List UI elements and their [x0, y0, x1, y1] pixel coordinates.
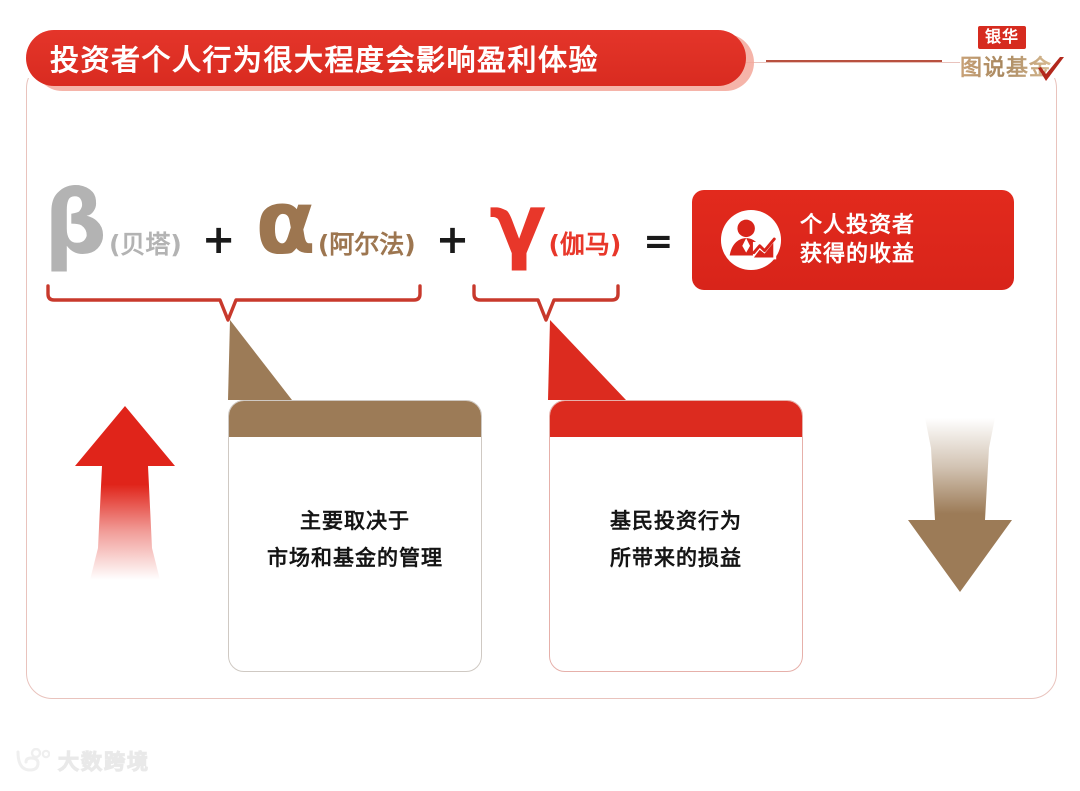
logo-badge: 银华 [978, 26, 1027, 50]
gamma-card: 基民投资行为 所带来的损益 [549, 400, 803, 672]
page-title: 投资者个人行为很大程度会影响盈利体验 [50, 43, 600, 77]
beta-alpha-card-body: 主要取决于 市场和基金的管理 [229, 437, 481, 671]
watermark-text: 大数跨境 [58, 750, 150, 775]
beta-alpha-pointer-tail [228, 320, 292, 400]
beta-symbol: β [44, 171, 107, 274]
gamma-card-line-1: 基民投资行为 [610, 509, 742, 534]
dashukuajing-logo-icon [16, 748, 50, 772]
up-arrow-icon [75, 406, 175, 580]
brand-logo: 银华 图说基金 [960, 26, 1064, 92]
down-arrow-icon [908, 418, 1012, 592]
beta-alpha-card: 主要取决于 市场和基金的管理 [228, 400, 482, 672]
gamma-card-header [550, 401, 802, 437]
term-alpha: α (阿尔法) [255, 171, 416, 274]
gamma-label: (伽马) [548, 230, 622, 259]
beta-alpha-card-header [229, 401, 481, 437]
alpha-label: (阿尔法) [317, 230, 416, 259]
beta-alpha-brace [46, 284, 422, 322]
gamma-brace [472, 284, 620, 322]
result-line-1: 个人投资者 [800, 212, 916, 238]
check-icon [1038, 57, 1064, 81]
gamma-pointer-tail [548, 320, 626, 400]
plus-operator-1: + [201, 217, 236, 263]
content-frame [26, 62, 1057, 699]
term-gamma: γ (伽马) [489, 175, 622, 273]
equals-operator: = [643, 221, 674, 262]
gamma-symbol: γ [489, 175, 547, 273]
title-pill: 投资者个人行为很大程度会影响盈利体验 [26, 30, 746, 86]
logo-name: 图说基金 [960, 50, 1052, 82]
result-line-2: 获得的收益 [800, 242, 916, 267]
watermark: 大数跨境 [14, 746, 150, 776]
frame-mask-right [960, 52, 1080, 78]
investor-chart-icon [720, 209, 782, 271]
beta-label: (贝塔) [109, 230, 182, 259]
gamma-card-line-2: 所带来的损益 [610, 546, 742, 570]
result-text: 个人投资者 获得的收益 [800, 211, 915, 269]
beta-alpha-card-line-1: 主要取决于 [300, 509, 410, 534]
gamma-card-body: 基民投资行为 所带来的损益 [550, 437, 802, 671]
alpha-symbol: α [255, 171, 316, 274]
term-beta: β (贝塔) [44, 171, 182, 274]
result-box: 个人投资者 获得的收益 [692, 190, 1014, 290]
plus-operator-2: + [435, 217, 470, 263]
title-connector-line [766, 60, 942, 62]
beta-alpha-card-line-2: 市场和基金的管理 [267, 546, 443, 570]
return-formula: β (贝塔) + α (阿尔法) + γ (伽马) = [44, 171, 691, 282]
